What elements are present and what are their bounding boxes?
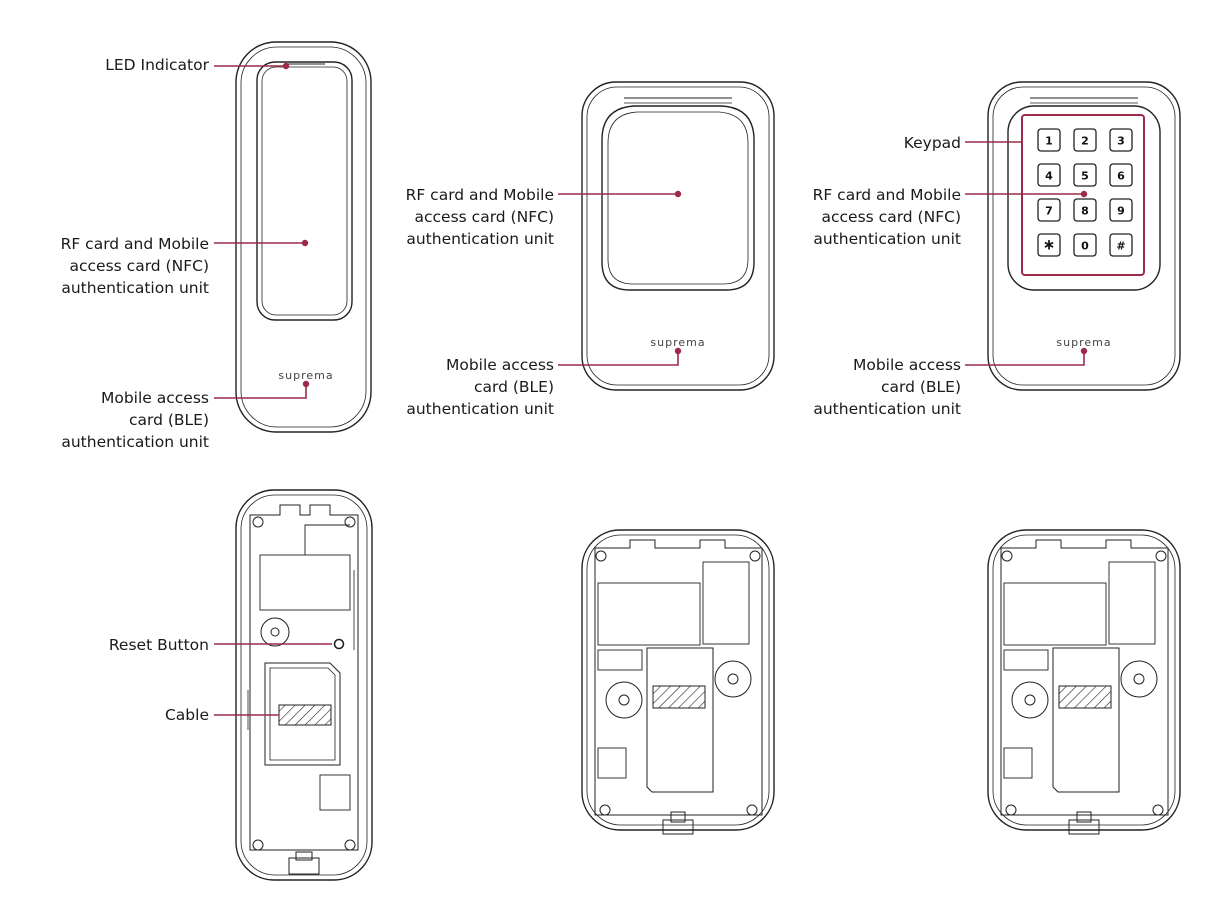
standard-cable-hatch bbox=[652, 685, 706, 709]
keypad-key: 6 bbox=[1109, 163, 1133, 187]
keypad-key: 7 bbox=[1037, 198, 1061, 222]
keypad-key-label: 0 bbox=[1081, 240, 1089, 253]
slim-device-front bbox=[235, 41, 372, 433]
leader-std-ble bbox=[558, 353, 679, 366]
keypad-key-label: 8 bbox=[1081, 205, 1089, 218]
keypad-device-back bbox=[987, 529, 1181, 835]
keypad-key-label: 6 bbox=[1117, 170, 1125, 183]
keypad-key: ∗ bbox=[1037, 233, 1061, 257]
keypad-brand-logo: suprema bbox=[1056, 336, 1111, 349]
keypad-key: 2 bbox=[1073, 128, 1097, 152]
keypad-key-frame bbox=[1037, 233, 1061, 257]
label-slim-led-indicator: LED Indicator bbox=[105, 56, 209, 74]
keypad-highlight-box bbox=[1021, 114, 1145, 276]
keypad-key-frame bbox=[1109, 233, 1133, 257]
keypad-key-label: 3 bbox=[1117, 135, 1125, 148]
keypad-cable-hatch bbox=[1058, 685, 1112, 709]
keypad-key-frame bbox=[1073, 163, 1097, 187]
keypad-key-frame bbox=[1073, 128, 1097, 152]
keypad-keys: 1 2 3 4 5 6 7 8 9 ∗ 0 # bbox=[1037, 128, 1133, 257]
keypad-device-front bbox=[987, 81, 1181, 391]
keypad-key: 3 bbox=[1109, 128, 1133, 152]
leader-lines bbox=[214, 62, 1088, 716]
leader-kp-ble bbox=[965, 353, 1085, 366]
keypad-key-label: 2 bbox=[1081, 135, 1089, 148]
keypad-key-label: 5 bbox=[1081, 170, 1089, 183]
standard-device-back bbox=[581, 529, 775, 835]
keypad-key-label: ∗ bbox=[1043, 236, 1056, 254]
keypad-key-frame bbox=[1037, 163, 1061, 187]
keypad-key: # bbox=[1109, 233, 1133, 257]
standard-device-front bbox=[581, 81, 775, 391]
slim-device-back bbox=[235, 489, 373, 881]
label-kp-keypad: Keypad bbox=[903, 134, 961, 152]
keypad-key: 5 bbox=[1073, 163, 1097, 187]
keypad-key: 1 bbox=[1037, 128, 1061, 152]
keypad-key-label: # bbox=[1116, 240, 1125, 253]
keypad-key: 4 bbox=[1037, 163, 1061, 187]
keypad-key-frame bbox=[1073, 198, 1097, 222]
label-cable: Cable bbox=[164, 706, 209, 724]
leader-slim-ble bbox=[214, 386, 307, 399]
keypad-key-label: 7 bbox=[1045, 205, 1053, 218]
keypad-key: 9 bbox=[1109, 198, 1133, 222]
keypad-key-frame bbox=[1037, 128, 1061, 152]
keypad-key-label: 1 bbox=[1045, 135, 1053, 148]
keypad-key: 0 bbox=[1073, 233, 1097, 257]
slim-cable-hatch bbox=[278, 704, 332, 726]
keypad-key-frame bbox=[1073, 233, 1097, 257]
keypad-key-frame bbox=[1037, 198, 1061, 222]
keypad-key-label: 4 bbox=[1045, 170, 1053, 183]
keypad-key-label: 9 bbox=[1117, 205, 1125, 218]
label-reset-button: Reset Button bbox=[108, 636, 209, 654]
keypad-key-frame bbox=[1109, 128, 1133, 152]
keypad-key-frame bbox=[1109, 163, 1133, 187]
keypad-key: 8 bbox=[1073, 198, 1097, 222]
keypad-key-frame bbox=[1109, 198, 1133, 222]
slim-brand-logo: suprema bbox=[278, 369, 333, 382]
standard-brand-logo: suprema bbox=[650, 336, 705, 349]
